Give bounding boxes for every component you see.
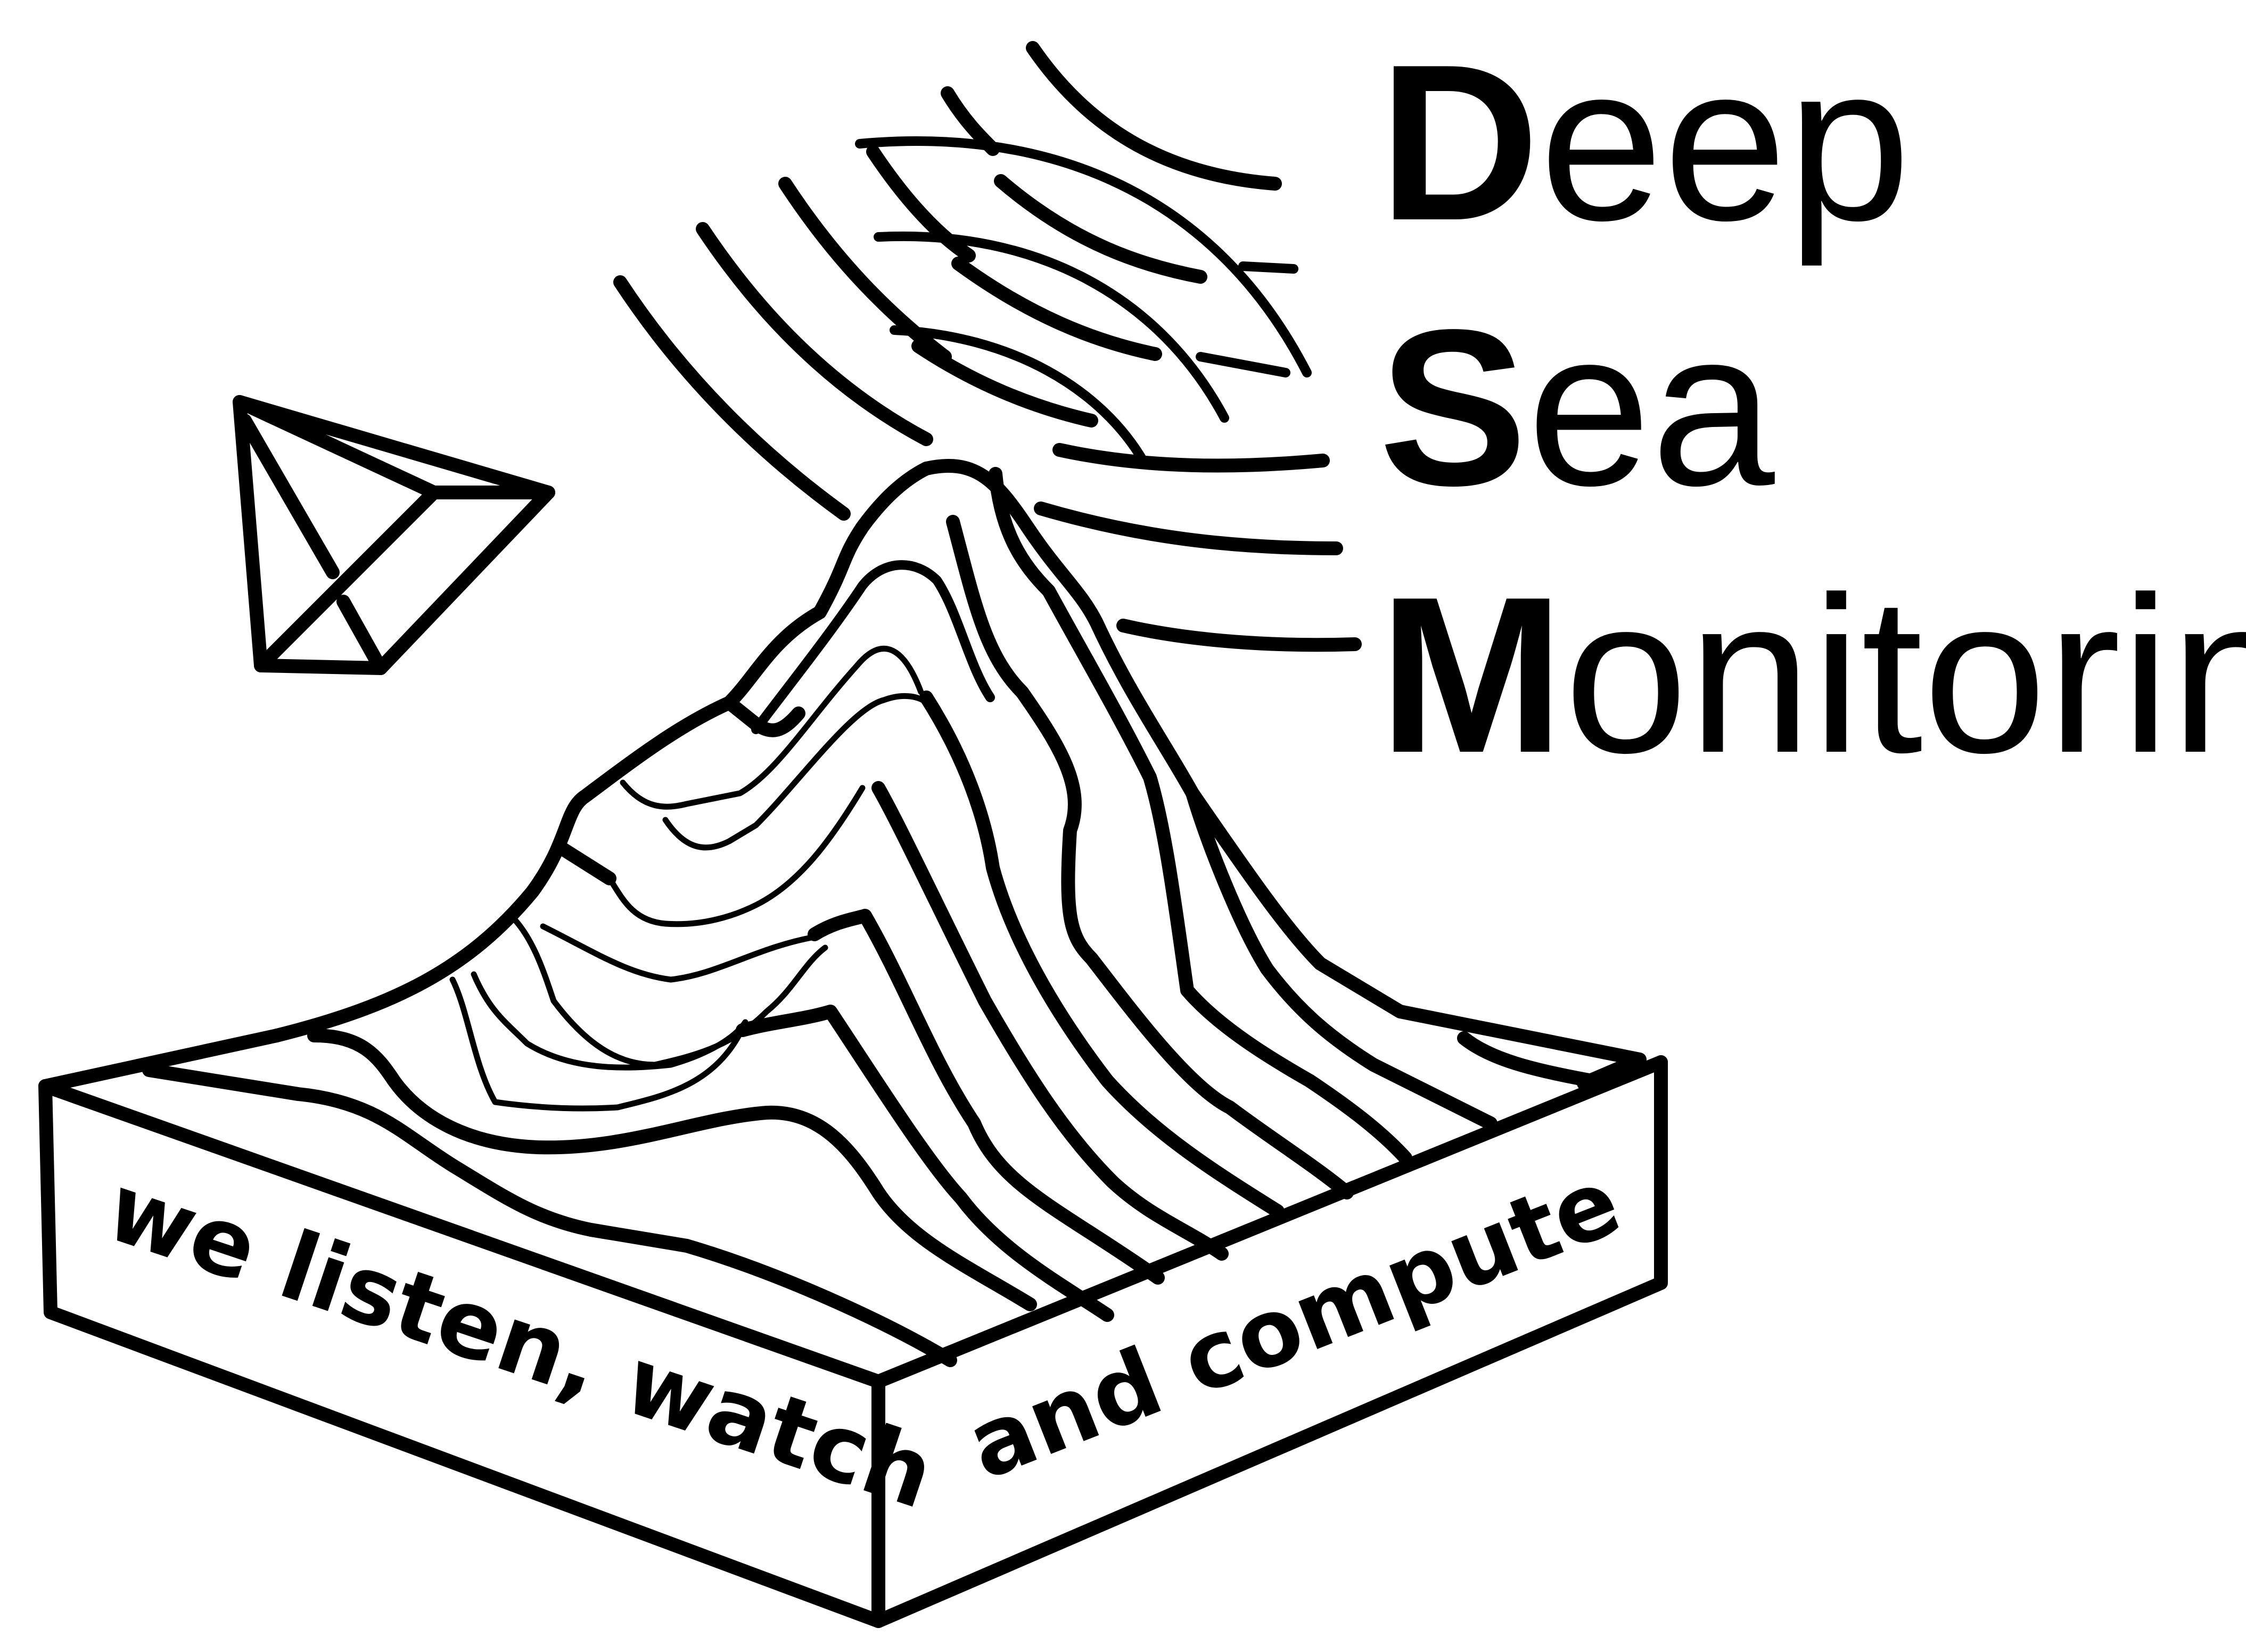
seabed-block-icon [38,458,1668,1628]
pyramid-sensor-icon [233,395,555,675]
title-line-deep: Deep [1379,18,1911,268]
title-line-sea: Sea [1379,283,1776,532]
title-line-monitoring: Monitoring [1379,550,2246,800]
logo-title: Deep Sea Monitoring [1379,18,2246,800]
sonar-waves-icon [613,41,1362,652]
